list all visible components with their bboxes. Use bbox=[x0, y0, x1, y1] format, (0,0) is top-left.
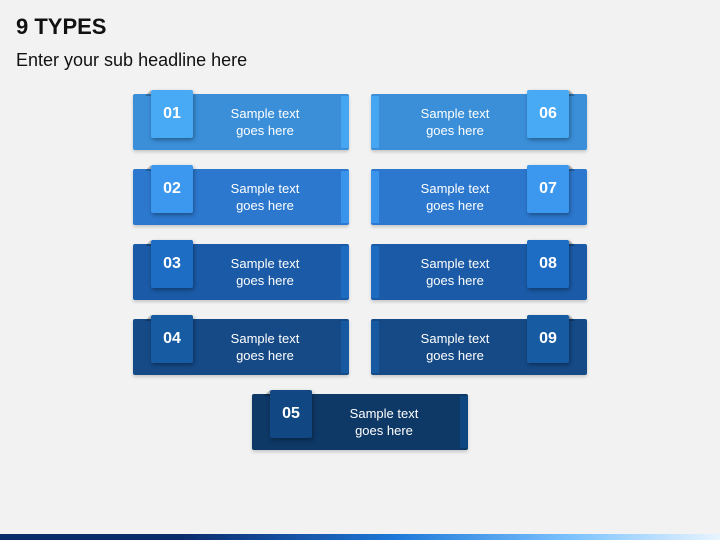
type-number-tab: 03 bbox=[151, 240, 193, 288]
type-bar-fold bbox=[371, 96, 379, 148]
type-item-05: 05 Sample text goes here bbox=[252, 390, 468, 450]
type-text: Sample text goes here bbox=[420, 181, 490, 213]
type-number: 02 bbox=[163, 180, 181, 197]
type-item-02: 02 Sample text goes here bbox=[133, 165, 349, 225]
type-bar-fold bbox=[460, 396, 468, 448]
type-text: Sample text goes here bbox=[230, 106, 300, 138]
type-number-tab: 09 bbox=[527, 315, 569, 363]
type-number: 08 bbox=[539, 255, 557, 272]
footer-gradient-bar bbox=[0, 534, 720, 540]
type-text: Sample text goes here bbox=[349, 406, 419, 438]
type-text: Sample text goes here bbox=[230, 256, 300, 288]
type-number-tab: 04 bbox=[151, 315, 193, 363]
type-bar-fold bbox=[341, 96, 349, 148]
type-number-tab: 05 bbox=[270, 390, 312, 438]
type-number: 05 bbox=[282, 405, 300, 422]
type-item-09: 09 Sample text goes here bbox=[371, 315, 587, 375]
type-number-tab: 07 bbox=[527, 165, 569, 213]
type-bar-fold bbox=[341, 246, 349, 298]
type-number-tab: 02 bbox=[151, 165, 193, 213]
type-number: 04 bbox=[163, 330, 181, 347]
type-text: Sample text goes here bbox=[420, 256, 490, 288]
type-bar-fold bbox=[341, 321, 349, 373]
type-text: Sample text goes here bbox=[230, 331, 300, 363]
type-bar-fold bbox=[371, 246, 379, 298]
type-number: 03 bbox=[163, 255, 181, 272]
sub-headline: Enter your sub headline here bbox=[16, 50, 248, 70]
type-item-07: 07 Sample text goes here bbox=[371, 165, 587, 225]
type-item-03: 03 Sample text goes here bbox=[133, 240, 349, 300]
type-text: Sample text goes here bbox=[420, 331, 490, 363]
type-item-01: 01 Sample text goes here bbox=[133, 90, 349, 150]
type-item-08: 08 Sample text goes here bbox=[371, 240, 587, 300]
type-bar-fold bbox=[371, 321, 379, 373]
type-bar-fold bbox=[371, 171, 379, 223]
type-number: 06 bbox=[539, 105, 557, 122]
page-title: 9 TYPES bbox=[16, 14, 107, 39]
type-bar-fold bbox=[341, 171, 349, 223]
type-number-tab: 01 bbox=[151, 90, 193, 138]
type-number-tab: 08 bbox=[527, 240, 569, 288]
type-number-tab: 06 bbox=[527, 90, 569, 138]
type-number: 01 bbox=[163, 105, 181, 122]
type-text: Sample text goes here bbox=[230, 181, 300, 213]
type-item-04: 04 Sample text goes here bbox=[133, 315, 349, 375]
type-number: 07 bbox=[539, 180, 557, 197]
type-item-06: 06 Sample text goes here bbox=[371, 90, 587, 150]
type-text: Sample text goes here bbox=[420, 106, 490, 138]
type-number: 09 bbox=[539, 330, 557, 347]
